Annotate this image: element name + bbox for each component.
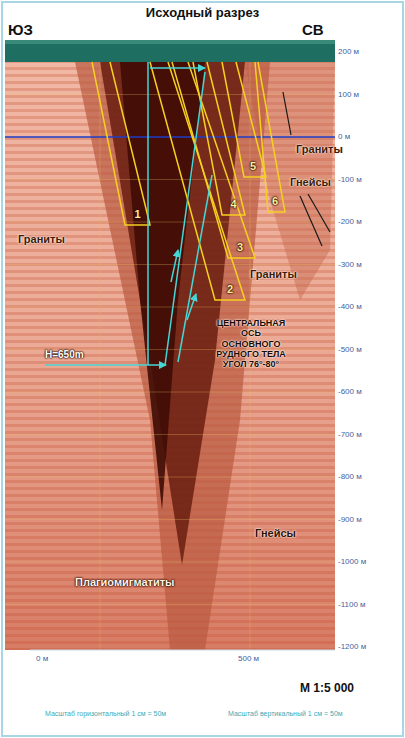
depth-label: 200 м: [338, 47, 359, 56]
dimension-label: H=650m: [45, 349, 84, 361]
annotation: ЦЕНТРАЛЬНАЯ ОСЬ ОСНОВНОГО РУДНОГО ТЕЛА У…: [212, 318, 290, 370]
depth-label: -1100 м: [338, 600, 366, 609]
depth-label: 100 м: [338, 90, 359, 99]
depth-label: -1000 м: [338, 557, 366, 566]
callout-number: 3: [237, 241, 243, 254]
depth-label: -100 м: [338, 175, 362, 184]
scale-note: Масштаб горизонтальный 1 см = 50м: [45, 710, 166, 718]
callout-number: 4: [230, 198, 236, 211]
depth-label: -500 м: [338, 345, 362, 354]
depth-label: -1200 м: [338, 642, 366, 651]
compass-label: ЮЗ: [8, 21, 33, 38]
scale-label: М 1:5 000: [300, 682, 354, 696]
depth-label: -300 м: [338, 260, 362, 269]
depth-label: -400 м: [338, 302, 362, 311]
depth-label: -900 м: [338, 515, 362, 524]
callout-number: 5: [250, 160, 256, 173]
axis-label: 500 м: [238, 654, 259, 663]
depth-label: -200 м: [338, 217, 362, 226]
compass-label: СВ: [302, 21, 324, 38]
callout-number: 2: [227, 283, 233, 296]
rock-label: Гнейсы: [290, 176, 331, 189]
rock-label: Граниты: [250, 268, 297, 281]
depth-label: -600 м: [338, 387, 362, 396]
depth-label: 0 м: [338, 132, 350, 141]
callout-number: 6: [272, 195, 278, 208]
rock-label: Граниты: [296, 143, 343, 156]
callout-number: 1: [134, 208, 140, 221]
depth-label: -800 м: [338, 472, 362, 481]
rock-label: Гнейсы: [255, 527, 296, 540]
scale-note: Масштаб вертикальный 1 см = 50м: [228, 710, 343, 718]
depth-label: -700 м: [338, 430, 362, 439]
axis-label: 0 м: [36, 654, 48, 663]
diagram-title: Исходный разрез: [0, 6, 405, 21]
rock-label: Плагиомигматиты: [75, 576, 174, 589]
rock-label: Граниты: [18, 233, 65, 246]
